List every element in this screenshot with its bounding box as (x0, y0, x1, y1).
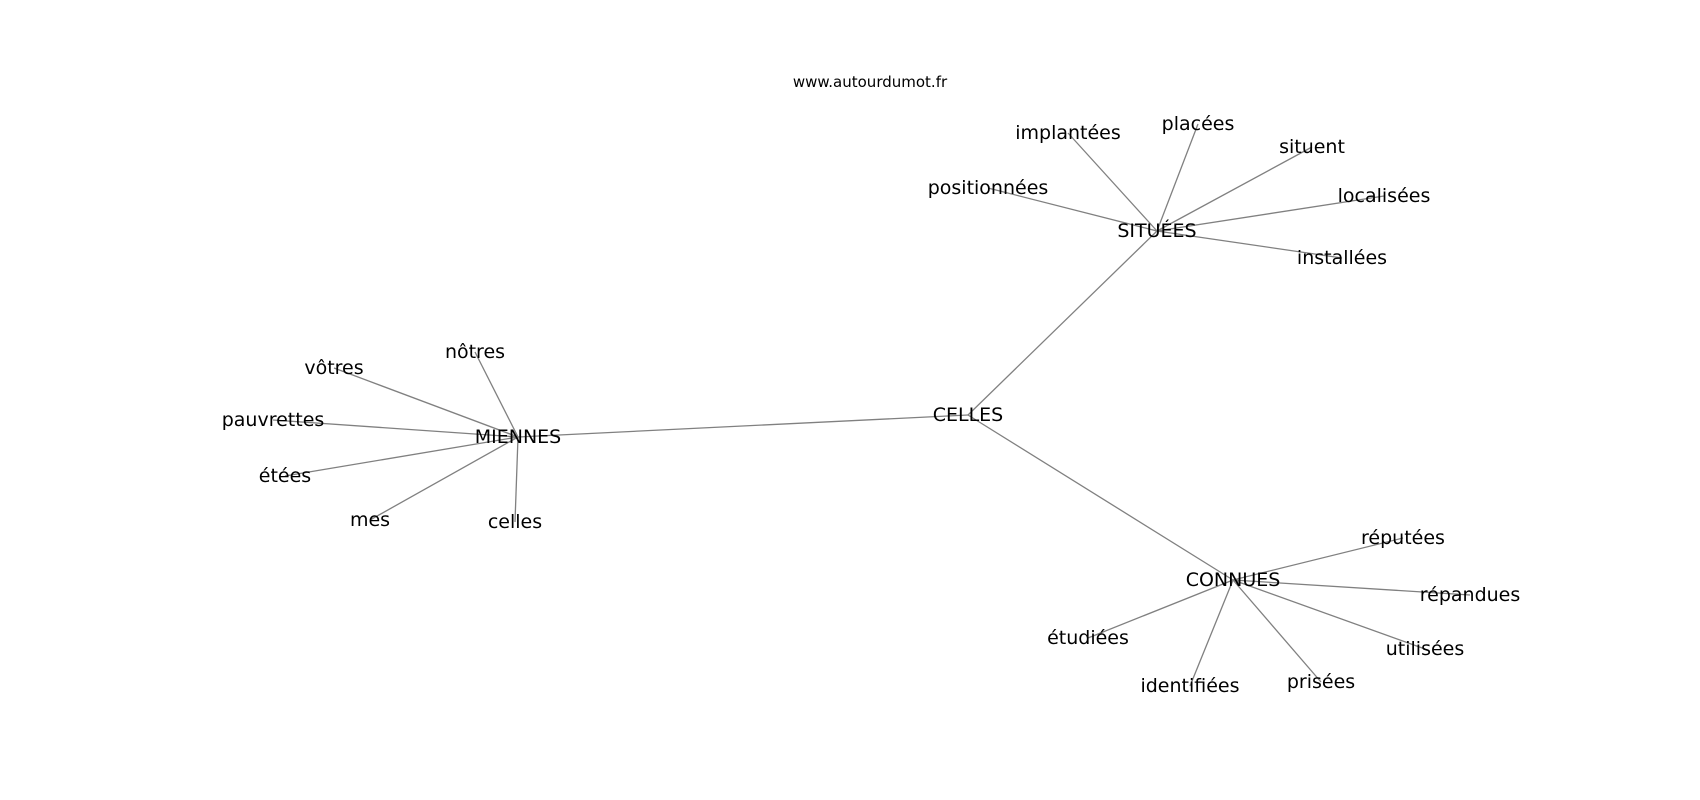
node-celles_center[interactable]: CELLES (933, 404, 1004, 426)
edge-celles_center-connues (967, 414, 1234, 581)
edge-miennes-pauvrettes (272, 419, 519, 438)
edge-miennes-mes (369, 436, 519, 521)
node-pauvrettes[interactable]: pauvrettes (222, 409, 325, 431)
node-mes[interactable]: mes (350, 509, 390, 531)
node-repandues[interactable]: répandues (1420, 584, 1521, 606)
node-miennes[interactable]: MIENNES (475, 426, 562, 448)
node-situees[interactable]: SITUÉES (1117, 219, 1196, 242)
node-celles_leaf[interactable]: celles (488, 511, 542, 533)
edge-situees-placees (1156, 123, 1199, 232)
node-identifiees[interactable]: identifiées (1140, 675, 1239, 697)
edge-miennes-etees (284, 436, 519, 477)
node-situent[interactable]: situent (1279, 136, 1345, 158)
edge-situees-implantees (1067, 132, 1158, 232)
edges (272, 123, 1471, 687)
edge-connues-utilisees (1232, 579, 1426, 650)
node-localisees[interactable]: localisées (1338, 185, 1431, 207)
node-reputees[interactable]: réputées (1361, 527, 1445, 549)
edge-celles_center-situees (967, 230, 1158, 416)
edge-situees-situent (1156, 146, 1313, 232)
edge-situees-positionnees (987, 187, 1158, 232)
node-installees[interactable]: installées (1297, 247, 1387, 269)
edge-connues-repandues (1232, 579, 1471, 596)
node-votres[interactable]: vôtres (304, 357, 363, 379)
edge-celles_center-miennes (517, 414, 969, 438)
node-etudiees[interactable]: étudiées (1047, 627, 1129, 649)
edge-connues-prisees (1232, 579, 1322, 683)
edge-miennes-nostres (474, 351, 519, 438)
edge-situees-installees (1156, 230, 1343, 259)
node-prisees[interactable]: prisées (1287, 671, 1355, 693)
edge-connues-etudiees (1087, 579, 1234, 639)
node-connues[interactable]: CONNUES (1186, 569, 1281, 591)
node-utilisees[interactable]: utilisées (1386, 638, 1465, 660)
edge-miennes-votres (333, 367, 519, 438)
node-nostres[interactable]: nôtres (445, 341, 505, 363)
site-url: www.autourdumot.fr (793, 73, 948, 91)
edge-connues-reputees (1232, 537, 1404, 581)
node-implantees[interactable]: implantées (1015, 122, 1121, 144)
node-positionnees[interactable]: positionnées (928, 177, 1049, 199)
nodes: CELLES SITUÉES CONNUES MIENNES implantées pla… (222, 113, 1521, 697)
node-placees[interactable]: placées (1162, 113, 1235, 135)
edge-miennes-celles_leaf (514, 436, 519, 523)
edge-connues-identifiees (1189, 579, 1234, 687)
node-etees[interactable]: étées (259, 465, 311, 487)
edge-situees-localisees (1156, 195, 1385, 232)
